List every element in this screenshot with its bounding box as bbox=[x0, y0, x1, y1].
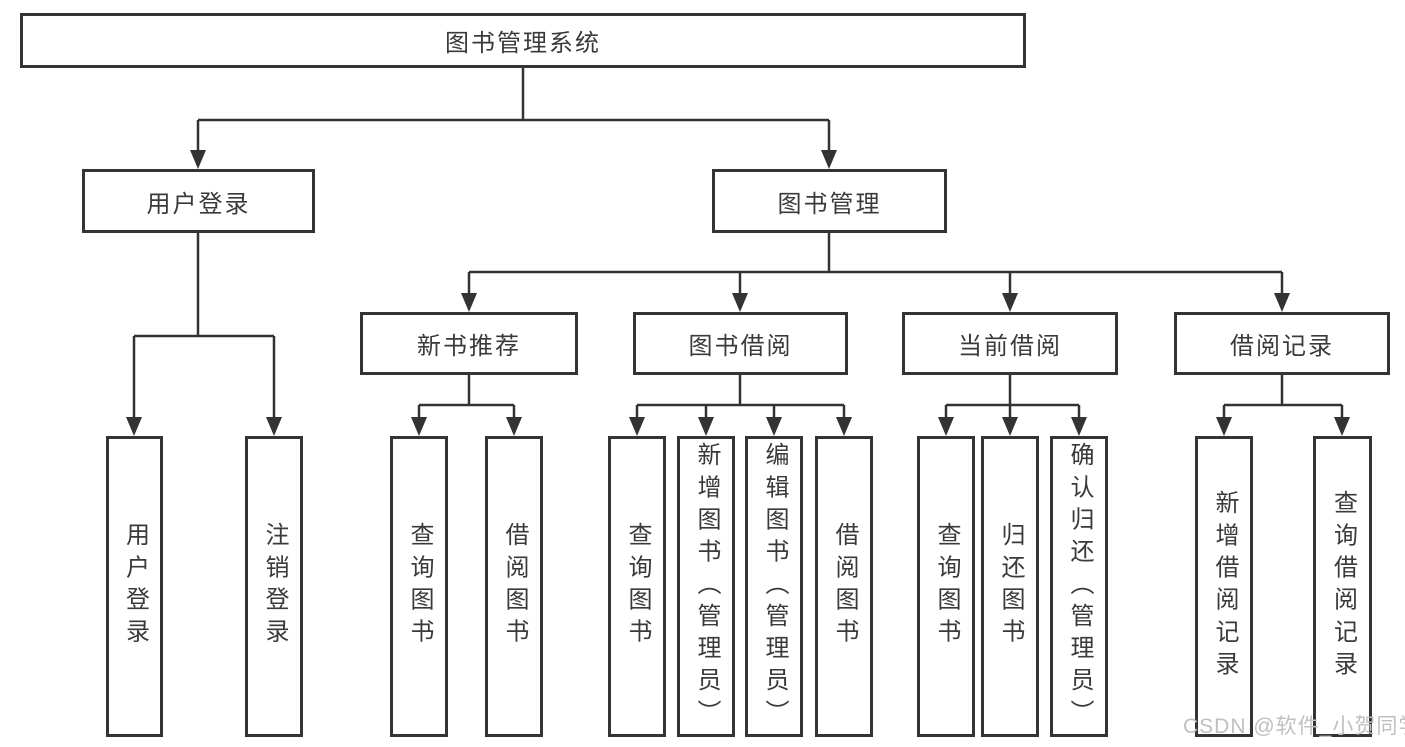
leaf-current-confirm-return-admin: 确认归还（管理员） bbox=[1050, 436, 1108, 737]
node-label: 新增图书（管理员） bbox=[693, 441, 720, 732]
node-label: 查询图书 bbox=[406, 522, 433, 651]
node-label: 用户登录 bbox=[121, 522, 149, 651]
node-book-management: 图书管理 bbox=[712, 169, 947, 233]
leaf-borrowing-add-books-admin: 新增图书（管理员） bbox=[677, 436, 735, 737]
leaf-borrowing-edit-books-admin: 编辑图书（管理员） bbox=[745, 436, 803, 737]
node-label: 查询借阅记录 bbox=[1329, 490, 1357, 683]
node-label: 编辑图书（管理员） bbox=[761, 441, 788, 732]
branch-new-books bbox=[411, 375, 522, 436]
node-label: 注销登录 bbox=[261, 522, 288, 651]
node-new-book-recommend: 新书推荐 bbox=[360, 312, 578, 375]
node-label: 图书借阅 bbox=[688, 333, 793, 360]
node-label: 用户登录 bbox=[146, 190, 251, 218]
node-label: 归还图书 bbox=[997, 522, 1024, 651]
branch-user-login bbox=[126, 233, 282, 436]
node-label: 新增借阅记录 bbox=[1211, 490, 1238, 683]
node-label: 借阅图书 bbox=[501, 522, 528, 651]
leaf-user-login: 用户登录 bbox=[106, 436, 163, 737]
leaf-records-add-record: 新增借阅记录 bbox=[1195, 436, 1253, 737]
node-label: 当前借阅 bbox=[958, 333, 1062, 360]
leaf-borrowing-query-books: 查询图书 bbox=[608, 436, 666, 737]
leaf-current-query-books: 查询图书 bbox=[917, 436, 975, 737]
node-label: 图书管理系统 bbox=[445, 30, 601, 57]
csdn-watermark: CSDN @软件_小贺同学 bbox=[1183, 715, 1405, 738]
branch-borrow bbox=[629, 375, 852, 436]
node-label: 查询图书 bbox=[933, 522, 960, 651]
leaf-borrowing-borrow-books: 借阅图书 bbox=[815, 436, 873, 737]
node-label: 查询图书 bbox=[624, 522, 651, 651]
node-root: 图书管理系统 bbox=[20, 13, 1026, 68]
node-user-login: 用户登录 bbox=[82, 169, 315, 233]
branch-root bbox=[190, 68, 837, 169]
node-borrow-records: 借阅记录 bbox=[1174, 312, 1390, 375]
leaf-newbooks-query-books: 查询图书 bbox=[390, 436, 448, 737]
leaf-records-query-record: 查询借阅记录 bbox=[1313, 436, 1372, 737]
node-current-borrowing: 当前借阅 bbox=[902, 312, 1118, 375]
node-label: 借阅图书 bbox=[831, 522, 858, 651]
branch-book-mgmt bbox=[461, 233, 1290, 312]
branch-current bbox=[938, 375, 1087, 436]
node-label: 新书推荐 bbox=[417, 333, 521, 360]
node-label: 借阅记录 bbox=[1230, 333, 1334, 360]
node-book-borrowing: 图书借阅 bbox=[633, 312, 848, 375]
branch-records bbox=[1216, 375, 1350, 436]
node-label: 确认归还（管理员） bbox=[1066, 441, 1093, 732]
leaf-newbooks-borrow-books: 借阅图书 bbox=[485, 436, 543, 737]
leaf-logout: 注销登录 bbox=[245, 436, 303, 737]
node-label: 图书管理 bbox=[777, 190, 882, 218]
leaf-current-return-books: 归还图书 bbox=[981, 436, 1039, 737]
